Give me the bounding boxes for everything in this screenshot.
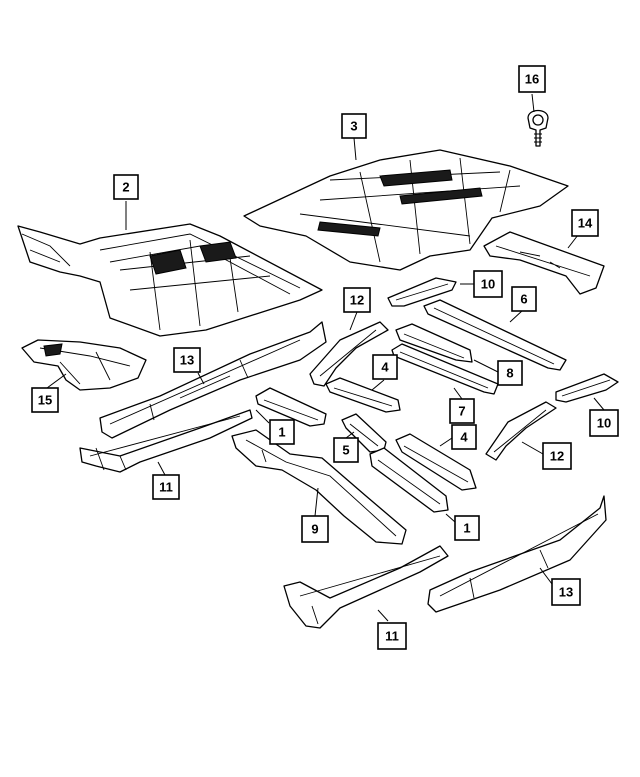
callout-13-lower: 13: [551, 578, 581, 606]
callout-8-label: 8: [506, 366, 513, 381]
callout-1-upper: 1: [269, 419, 295, 445]
part-13-sill-lower[interactable]: [427, 495, 607, 613]
callout-5-label: 5: [342, 443, 349, 458]
part-12-rail-left[interactable]: [309, 321, 389, 387]
callout-8: 8: [497, 360, 523, 386]
callout-11-upper: 11: [152, 474, 180, 500]
part-13-sill-upper[interactable]: [99, 321, 327, 439]
callout-4-upper: 4: [372, 354, 398, 380]
part-12-rail-right[interactable]: [485, 401, 557, 461]
callout-6: 6: [511, 286, 537, 312]
callout-12-upper-label: 12: [350, 293, 364, 308]
callout-15: 15: [31, 387, 59, 413]
callout-10-lower-label: 10: [597, 416, 611, 431]
callout-1-upper-label: 1: [278, 425, 285, 440]
callout-15-label: 15: [38, 393, 52, 408]
callout-14-label: 14: [578, 216, 593, 231]
callout-4-lower-label: 4: [460, 430, 468, 445]
callout-12-lower-label: 12: [550, 449, 564, 464]
part-8-crossmember[interactable]: [395, 323, 473, 363]
part-4-crossmember-upper[interactable]: [325, 377, 401, 413]
part-1-crossmember-upper[interactable]: [255, 387, 327, 427]
callout-13-upper-label: 13: [180, 353, 194, 368]
callout-3: 3: [341, 113, 367, 139]
callout-6-label: 6: [520, 292, 527, 307]
callout-4-upper-label: 4: [381, 360, 389, 375]
callout-10-upper: 10: [473, 270, 503, 298]
part-9-frame-rail[interactable]: [231, 429, 407, 545]
part-14-rear-crossmember[interactable]: [483, 231, 605, 295]
callout-3-label: 3: [350, 119, 357, 134]
callout-11-lower-label: 11: [385, 629, 399, 644]
part-16-anchor-bolt[interactable]: [527, 109, 549, 147]
callout-11-upper-label: 11: [159, 480, 173, 495]
callout-7-label: 7: [458, 404, 465, 419]
callout-7: 7: [449, 398, 475, 424]
callout-12-upper: 12: [343, 287, 371, 313]
callout-2-label: 2: [122, 180, 129, 195]
callout-10-upper-label: 10: [481, 277, 495, 292]
callout-5: 5: [333, 437, 359, 463]
callout-10-lower: 10: [589, 409, 619, 437]
leader-lines: [46, 93, 605, 622]
part-10-bracket-lower[interactable]: [555, 373, 619, 403]
callout-16-label: 16: [525, 72, 539, 87]
callout-4-lower: 4: [451, 424, 477, 450]
callout-1-lower-label: 1: [463, 521, 470, 536]
callout-16: 16: [518, 65, 546, 93]
part-2-front-floor-pan[interactable]: [17, 223, 323, 337]
part-10-bracket-upper[interactable]: [387, 277, 457, 307]
part-11-sill-reinforcement-upper[interactable]: [79, 409, 253, 473]
callout-2: 2: [113, 174, 139, 200]
part-15-tunnel-shield[interactable]: [21, 339, 147, 391]
callout-9-label: 9: [311, 522, 318, 537]
callout-11-lower: 11: [377, 622, 407, 650]
callout-13-upper: 13: [173, 347, 201, 373]
part-11-sill-reinforcement-lower[interactable]: [283, 545, 449, 629]
part-4-crossmember-lower[interactable]: [395, 433, 477, 491]
callout-13-lower-label: 13: [559, 585, 573, 600]
part-6-crossmember[interactable]: [423, 299, 567, 371]
callout-12-lower: 12: [542, 442, 572, 470]
callout-9: 9: [301, 515, 329, 543]
callout-1-lower: 1: [454, 515, 480, 541]
callout-14: 14: [571, 209, 599, 237]
part-1-crossmember-lower[interactable]: [369, 447, 449, 513]
part-3-rear-floor-pan[interactable]: [243, 149, 569, 271]
